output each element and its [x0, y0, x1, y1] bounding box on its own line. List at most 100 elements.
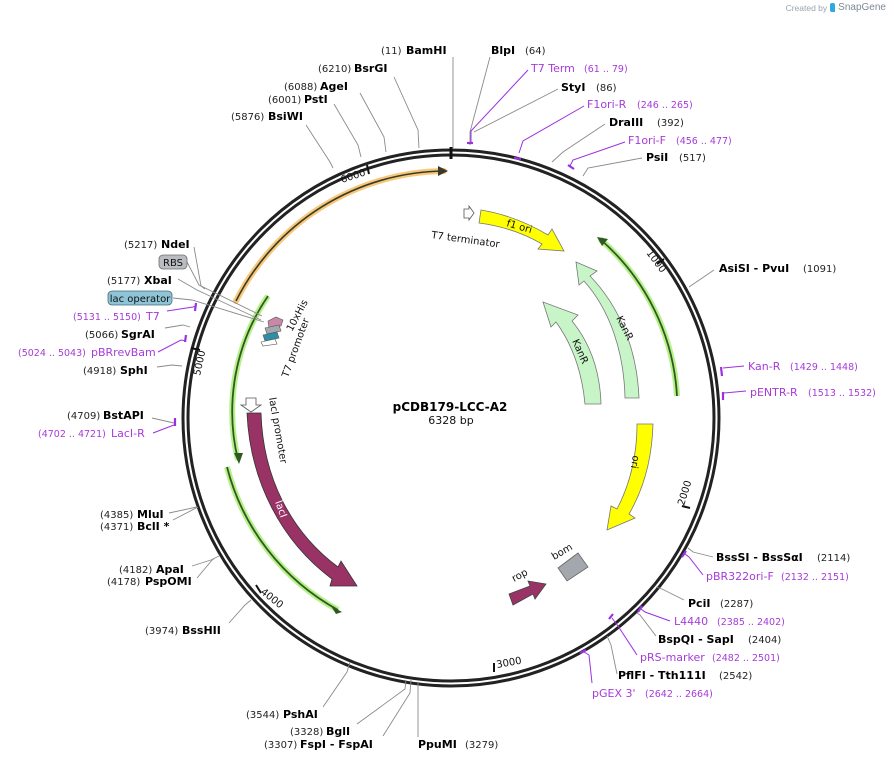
- site-asisi-pvui[interactable]: AsiSI - PvuI: [719, 262, 789, 275]
- svg-text:lacI: lacI: [272, 499, 288, 519]
- primer-pentr-r[interactable]: pENTR-R: [750, 386, 798, 399]
- svg-text:(4385): (4385): [100, 510, 133, 521]
- site-bcli[interactable]: BclI *: [137, 520, 170, 533]
- orf-green-arc-left-long[interactable]: [224, 466, 342, 614]
- site-psti[interactable]: PstI: [304, 93, 328, 106]
- site-bsrgi[interactable]: BsrGI: [354, 62, 387, 75]
- svg-text:(11): (11): [381, 46, 402, 57]
- site-mlui[interactable]: MluI: [137, 508, 164, 521]
- svg-text:(1091): (1091): [803, 264, 836, 275]
- site-bsshii[interactable]: BssHII: [182, 624, 221, 637]
- site-draiii[interactable]: DraIII: [609, 116, 643, 129]
- svg-text:(4178): (4178): [107, 577, 140, 588]
- svg-text:(2642 .. 2664): (2642 .. 2664): [645, 689, 713, 700]
- site-ndei[interactable]: NdeI: [161, 238, 190, 251]
- site-pshai[interactable]: PshAI: [283, 708, 318, 721]
- primer-pbrrevbam[interactable]: pBRrevBam: [91, 346, 156, 359]
- svg-text:rop: rop: [510, 567, 530, 584]
- snapgene-brand-name: SnapGene: [838, 2, 886, 13]
- tick-5000: 5000: [192, 349, 208, 376]
- site-pflfi-tth111i[interactable]: PflFI - Tth111I: [618, 669, 706, 682]
- created-by-text: Created by: [785, 2, 828, 13]
- plasmid-name: pCDB179-LCC-A2: [393, 400, 508, 414]
- svg-text:(3279): (3279): [465, 740, 498, 751]
- site-bsiwi[interactable]: BsiWI: [268, 110, 303, 123]
- svg-text:lac operator: lac operator: [110, 294, 171, 305]
- svg-text:(4709): (4709): [67, 411, 100, 422]
- svg-text:(6210): (6210): [318, 64, 351, 75]
- primer-prs-marker[interactable]: pRS-marker: [640, 651, 705, 664]
- snapgene-credit: Created by SnapGene: [786, 2, 886, 13]
- feature-lac-operator[interactable]: lac operator: [107, 290, 173, 306]
- svg-text:(2132 .. 2151): (2132 .. 2151): [781, 572, 849, 583]
- svg-text:(5876): (5876): [231, 112, 264, 123]
- primer-t7-term[interactable]: T7 Term: [530, 62, 575, 75]
- svg-text:RBS: RBS: [163, 258, 183, 269]
- feature-rop[interactable]: rop: [508, 567, 547, 606]
- svg-text:(64): (64): [525, 46, 546, 57]
- feature-ori[interactable]: ori: [606, 423, 654, 531]
- site-psii[interactable]: PsiI: [646, 151, 668, 164]
- svg-text:(246 .. 265): (246 .. 265): [637, 100, 693, 111]
- svg-text:(1513 .. 1532): (1513 .. 1532): [808, 388, 876, 399]
- site-xbai[interactable]: XbaI: [144, 274, 172, 287]
- site-ppumi[interactable]: PpuMI: [418, 738, 457, 751]
- svg-text:(2404): (2404): [748, 635, 781, 646]
- primer-f1ori-r[interactable]: F1ori-R: [587, 98, 627, 111]
- primer-l4440[interactable]: L4440: [674, 615, 708, 628]
- svg-text:(392): (392): [657, 118, 684, 129]
- feature-rbs[interactable]: RBS: [158, 254, 188, 270]
- site-fspi-fspai[interactable]: FspI - FspAI: [300, 738, 373, 751]
- feature-kanr-inner[interactable]: KanR: [542, 301, 602, 405]
- svg-text:(3307): (3307): [264, 740, 297, 751]
- svg-text:(4702 .. 4721): (4702 .. 4721): [38, 429, 106, 440]
- site-pspomi[interactable]: PspOMI: [145, 575, 192, 588]
- site-apai[interactable]: ApaI: [156, 563, 184, 576]
- primer-pbr322ori-f[interactable]: pBR322ori-F: [706, 570, 774, 583]
- svg-text:(5177): (5177): [107, 276, 140, 287]
- site-bgli[interactable]: BglI: [326, 725, 350, 738]
- orf-orange-arc[interactable]: [233, 166, 448, 304]
- primer-kan-r[interactable]: Kan-R: [748, 360, 781, 373]
- feature-bom[interactable]: bom: [550, 542, 589, 582]
- feature-his-tag-cluster[interactable]: 10xHis T7 promoter: [260, 298, 312, 380]
- primer-t7[interactable]: T7: [145, 310, 160, 323]
- site-sgrai[interactable]: SgrAI: [121, 328, 155, 341]
- site-bspqi-sapi[interactable]: BspQI - SapI: [658, 633, 734, 646]
- svg-text:(2287): (2287): [720, 599, 753, 610]
- svg-text:T7 terminator: T7 terminator: [430, 230, 502, 251]
- svg-text:(5066): (5066): [85, 330, 118, 341]
- site-bsssi-bsssai[interactable]: BssSI - BssSαI: [716, 551, 803, 564]
- svg-text:(517): (517): [679, 153, 706, 164]
- site-styi[interactable]: StyI: [561, 81, 585, 94]
- svg-text:(6088): (6088): [284, 82, 317, 93]
- svg-text:ori: ori: [628, 454, 641, 469]
- svg-text:(6001): (6001): [268, 95, 301, 106]
- plasmid-length: 6328 bp: [428, 414, 473, 427]
- svg-text:(4918): (4918): [83, 366, 116, 377]
- svg-text:(3328): (3328): [290, 727, 323, 738]
- site-bamhi[interactable]: BamHI: [406, 44, 447, 57]
- primer-pgex-3[interactable]: pGEX 3': [592, 687, 636, 700]
- feature-laci[interactable]: lacI: [246, 412, 358, 587]
- svg-text:(5131 .. 5150): (5131 .. 5150): [73, 312, 141, 323]
- site-blpi[interactable]: BlpI: [491, 44, 515, 57]
- svg-text:(2542): (2542): [719, 671, 752, 682]
- svg-text:(2385 .. 2402): (2385 .. 2402): [717, 617, 785, 628]
- svg-text:lacI promoter: lacI promoter: [266, 397, 289, 466]
- primer-laci-r[interactable]: LacI-R: [111, 427, 145, 440]
- site-bstapi[interactable]: BstAPI: [103, 409, 144, 422]
- site-pcii[interactable]: PciI: [688, 597, 710, 610]
- svg-text:(5024 .. 5043): (5024 .. 5043): [18, 348, 86, 359]
- svg-text:(4182): (4182): [119, 565, 152, 576]
- svg-text:(4371): (4371): [100, 522, 133, 533]
- svg-text:(5217): (5217): [124, 240, 157, 251]
- svg-text:(1429 .. 1448): (1429 .. 1448): [790, 362, 858, 373]
- primer-f1ori-f[interactable]: F1ori-F: [628, 134, 666, 147]
- site-agei[interactable]: AgeI: [320, 80, 348, 93]
- orf-green-arc-right[interactable]: [597, 236, 680, 397]
- svg-text:(61 .. 79): (61 .. 79): [584, 64, 628, 75]
- snapgene-logo-icon: [830, 3, 836, 12]
- site-sphi[interactable]: SphI: [120, 364, 148, 377]
